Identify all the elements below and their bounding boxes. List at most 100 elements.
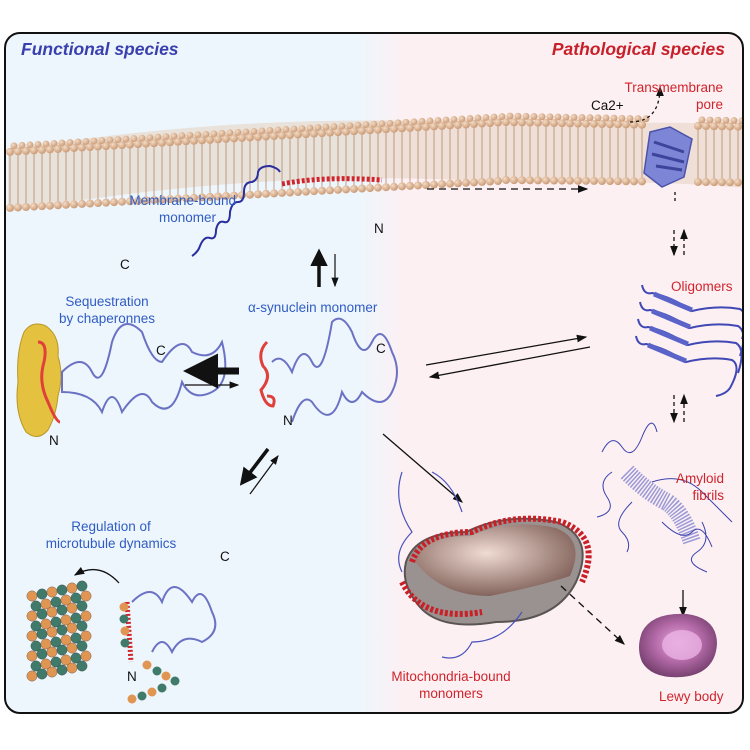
lipid-head [222, 134, 230, 143]
lipid-head [294, 188, 302, 197]
lipid-head [30, 202, 38, 211]
lipid-head [466, 115, 474, 123]
lipid-head [530, 113, 538, 121]
lipid-head [86, 143, 94, 152]
lipid-head [150, 195, 158, 204]
lipid-head [446, 179, 454, 188]
lipid-head [710, 178, 718, 187]
regulation-label: Regulation of microtubule dynamics [21, 518, 201, 552]
tubulin-subunit [66, 642, 78, 654]
lipid-head [598, 177, 606, 185]
lipid-head [574, 176, 582, 185]
lipid-head [262, 132, 270, 141]
lipid-head [358, 126, 366, 135]
lipid-head [138, 134, 146, 142]
lipid-head [446, 121, 454, 130]
lipid-head [406, 123, 414, 132]
lipid-head [594, 114, 602, 122]
arrow-to-mitochondria [382, 433, 463, 503]
lipid-head [482, 114, 490, 122]
chaperone-c-terminus: C [156, 343, 166, 358]
lipid-head [478, 177, 486, 186]
lipid-head [494, 118, 502, 127]
tubulin-subunit [56, 584, 68, 596]
lipid-head [182, 194, 190, 203]
lipid-head [606, 177, 614, 186]
lipid-head [358, 184, 366, 193]
lipid-head [386, 119, 394, 127]
lipid-head [626, 114, 634, 122]
lipid-head [718, 122, 726, 131]
lipid-head [326, 128, 334, 137]
lipid-head [118, 197, 126, 206]
tubulin-subunit [170, 676, 180, 686]
lipid-head [314, 124, 322, 132]
lipid-head [26, 141, 34, 149]
tubulin-subunit [36, 668, 48, 680]
lipid-head [162, 133, 170, 141]
lipid-head [558, 176, 566, 185]
membrane-bound-label: Membrane-bound monomer [106, 192, 236, 226]
lipid-head [610, 114, 618, 122]
lipid-head [366, 126, 374, 135]
lipid-head [538, 113, 546, 121]
tubulin-subunit [36, 608, 48, 620]
lipid-head [534, 176, 542, 185]
lipid-head [110, 141, 118, 150]
tubulin-subunit [56, 664, 68, 676]
tubulin-subunit [56, 624, 68, 636]
transmembrane-line2: pore [695, 97, 723, 112]
lipid-head [322, 123, 330, 131]
lipid-head [486, 177, 494, 186]
transmembrane-pore [629, 85, 693, 202]
tubulin-subunit [46, 646, 58, 658]
lipid-head [542, 118, 550, 127]
lipid-head [150, 139, 158, 148]
lipid-head [734, 178, 742, 187]
lipid-head [246, 133, 254, 142]
lipid-head [554, 113, 562, 121]
lipid-head [202, 130, 210, 138]
lipid-head [198, 193, 206, 202]
amyloid-fibrils [596, 422, 733, 573]
tubulin-subunit [66, 662, 78, 674]
lipid-head [54, 201, 62, 210]
membrane-bound-monomer [191, 164, 383, 257]
lipid-head [22, 146, 30, 155]
tubulin-subunit [137, 691, 147, 701]
lipid-head [614, 177, 622, 186]
lipid-head [566, 176, 574, 185]
lipid-head [518, 118, 526, 127]
dashed-equilibrium-pore-oligomers [670, 228, 688, 257]
regulation-line2: microtubule dynamics [45, 536, 177, 551]
diagram-artwork [6, 85, 742, 704]
lipid-head [254, 133, 262, 141]
lipid-head [514, 112, 522, 120]
lipid-head [602, 114, 610, 122]
lewy-body [639, 613, 717, 678]
sequestration-line1: Sequestration [65, 294, 149, 309]
lipid-head [438, 180, 446, 189]
lipid-head [282, 126, 290, 134]
lipid-head [470, 120, 478, 129]
lipid-head [142, 196, 150, 205]
lipid-head [154, 133, 162, 141]
lipid-head [726, 178, 734, 187]
tubulin-bound-monomer [124, 586, 217, 663]
lipid-head [406, 181, 414, 190]
lipid-head [134, 140, 142, 149]
calcium-ion-label: Ca2+ [591, 98, 624, 113]
lipid-head [302, 130, 310, 139]
tubulin-subunit [80, 650, 92, 662]
tubulin-subunit [76, 580, 88, 592]
lipid-head [414, 123, 422, 132]
lipid-head [498, 113, 506, 121]
amyloid-fibrils-label: Amyloid fibrils [644, 470, 724, 504]
lipid-head [226, 129, 234, 137]
lipid-head [390, 182, 398, 191]
lipid-head [350, 184, 358, 193]
lipid-head [574, 119, 582, 128]
oligomers-label: Oligomers [671, 279, 733, 294]
lipid-head [102, 142, 110, 151]
regulation-line1: Regulation of [71, 519, 151, 534]
